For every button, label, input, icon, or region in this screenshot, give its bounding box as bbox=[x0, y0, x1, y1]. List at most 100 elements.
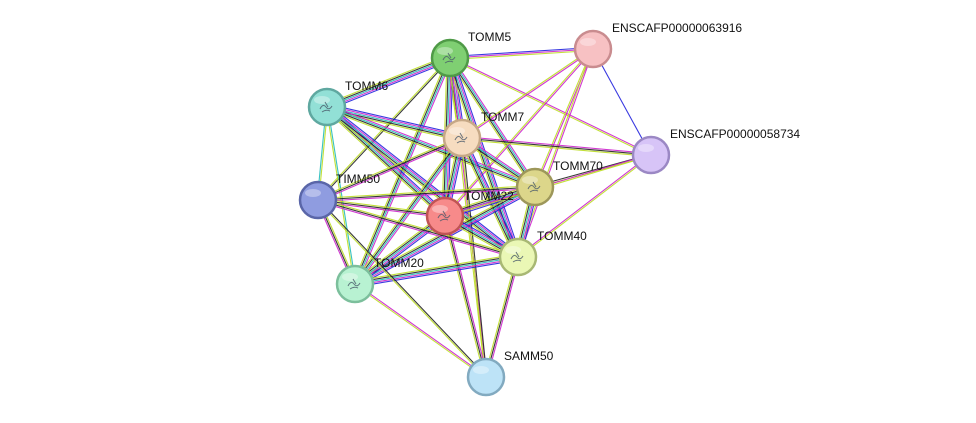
edge-tomm22-samm50 bbox=[443, 215, 488, 378]
edge-line bbox=[592, 48, 652, 156]
edge-line bbox=[449, 48, 594, 59]
edge-line bbox=[318, 198, 519, 257]
node-circle[interactable] bbox=[631, 135, 671, 175]
protein-structure-icon bbox=[442, 52, 456, 64]
edge-line bbox=[355, 259, 519, 288]
edge-line bbox=[325, 107, 445, 218]
edge-line bbox=[449, 57, 519, 258]
edge-line bbox=[462, 137, 520, 257]
node-tomm22[interactable]: TOMM22 bbox=[425, 189, 514, 236]
node-highlight bbox=[305, 189, 321, 197]
edge-line bbox=[326, 106, 519, 258]
edge-line bbox=[327, 105, 520, 257]
edge-line bbox=[448, 58, 518, 258]
node-tomm20[interactable]: TOMM20 bbox=[335, 256, 424, 304]
edge-line bbox=[450, 57, 537, 187]
edge-line bbox=[317, 136, 462, 200]
edge-line bbox=[354, 256, 519, 285]
node-enscafp00000063916[interactable]: ENSCAFP00000063916 bbox=[573, 21, 742, 69]
edge-line bbox=[464, 136, 522, 256]
edge-line bbox=[445, 49, 594, 217]
edge-line bbox=[354, 253, 518, 282]
edge-tomm5-tomm6 bbox=[325, 54, 452, 111]
edge-line bbox=[328, 104, 521, 256]
edge-line bbox=[533, 48, 593, 187]
node-tomm7[interactable]: TOMM7 bbox=[442, 110, 524, 158]
node-circle[interactable] bbox=[515, 167, 555, 207]
edge-line bbox=[451, 56, 538, 187]
node-label: TOMM20 bbox=[374, 256, 424, 270]
edge-line bbox=[325, 107, 518, 259]
node-circle[interactable] bbox=[573, 29, 613, 69]
node-label: TOMM6 bbox=[345, 79, 388, 93]
node-tomm5[interactable]: TOMM5 bbox=[430, 30, 511, 78]
edge-tomm7-samm50 bbox=[460, 137, 488, 378]
node-tomm70[interactable]: TOMM70 bbox=[515, 159, 603, 207]
edge-tomm20-samm50 bbox=[354, 282, 487, 379]
node-label: TOMM40 bbox=[537, 229, 587, 243]
node-highlight bbox=[522, 176, 538, 184]
node-label: ENSCAFP00000063916 bbox=[612, 21, 742, 35]
node-circle[interactable] bbox=[466, 357, 506, 397]
edge-line bbox=[460, 138, 486, 378]
edge-tomm6-tomm70 bbox=[325, 104, 537, 190]
edge-line bbox=[355, 282, 487, 377]
protein-structure-icon bbox=[527, 181, 541, 193]
edge-line bbox=[327, 60, 452, 111]
nodes-layer: TOMM5 ENSCAFP00000063916TOMM6TOMM7ENSCAFP… bbox=[298, 21, 800, 397]
edge-line bbox=[318, 199, 487, 377]
node-label: TOMM70 bbox=[553, 159, 603, 173]
edge-tomm5-enscafp00000063916 bbox=[449, 46, 594, 61]
node-highlight bbox=[449, 127, 465, 135]
node-timm50[interactable]: TIMM50 bbox=[298, 172, 380, 220]
edge-line bbox=[327, 106, 357, 284]
node-circle[interactable] bbox=[307, 87, 347, 127]
node-circle[interactable] bbox=[430, 38, 470, 78]
node-circle[interactable] bbox=[298, 180, 338, 220]
node-samm50[interactable]: SAMM50 bbox=[466, 349, 554, 397]
edge-line bbox=[326, 107, 535, 189]
node-tomm40[interactable]: TOMM40 bbox=[498, 229, 587, 277]
node-highlight bbox=[314, 96, 330, 104]
edge-line bbox=[518, 49, 595, 258]
node-label: TIMM50 bbox=[336, 172, 380, 186]
node-label: TOMM7 bbox=[481, 110, 524, 124]
edge-line bbox=[326, 106, 463, 139]
edge-timm50-samm50 bbox=[317, 199, 487, 378]
node-circle[interactable] bbox=[442, 118, 482, 158]
edge-line bbox=[462, 135, 652, 155]
node-label: TOMM5 bbox=[468, 30, 511, 44]
edge-line bbox=[446, 58, 516, 259]
edge-tomm7-timm50 bbox=[317, 136, 463, 202]
edge-line bbox=[485, 256, 519, 378]
edge-line bbox=[327, 105, 463, 138]
node-tomm6[interactable]: TOMM6 bbox=[307, 79, 388, 127]
edge-line bbox=[450, 56, 652, 155]
node-circle[interactable] bbox=[425, 196, 465, 236]
node-highlight bbox=[473, 366, 489, 374]
node-highlight bbox=[342, 273, 358, 281]
edge-line bbox=[317, 137, 463, 201]
edge-line bbox=[354, 284, 486, 379]
node-highlight bbox=[432, 205, 448, 213]
protein-structure-icon bbox=[437, 210, 451, 222]
node-enscafp00000058734[interactable]: ENSCAFP00000058734 bbox=[631, 127, 800, 175]
edge-line bbox=[518, 155, 652, 259]
edge-line bbox=[326, 57, 451, 108]
node-label: ENSCAFP00000058734 bbox=[670, 127, 800, 141]
edge-tomm5-tomm70 bbox=[447, 56, 538, 189]
edge-line bbox=[449, 46, 593, 58]
edge-line bbox=[318, 138, 463, 202]
edge-line bbox=[449, 58, 651, 157]
edge-line bbox=[317, 200, 518, 259]
node-circle[interactable] bbox=[335, 264, 375, 304]
edge-line bbox=[325, 54, 450, 105]
edge-line bbox=[326, 56, 450, 107]
edge-line bbox=[354, 186, 536, 285]
node-circle[interactable] bbox=[498, 237, 538, 277]
edge-line bbox=[461, 137, 652, 156]
edge-line bbox=[484, 256, 518, 377]
edge-enscafp00000063916-tomm22 bbox=[444, 48, 594, 217]
protein-structure-icon bbox=[454, 132, 468, 144]
edge-line bbox=[353, 137, 462, 284]
